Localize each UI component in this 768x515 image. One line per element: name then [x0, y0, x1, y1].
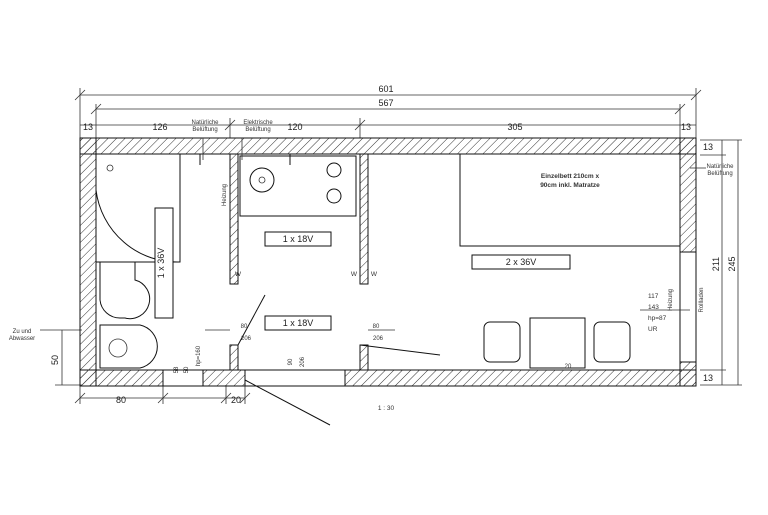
right-dimensions: 211 245 13 13 — [700, 139, 742, 386]
desk — [529, 317, 586, 369]
door-90-label: 90 — [288, 358, 294, 365]
left-50-label: 50 — [50, 355, 60, 365]
door-206-left-label: 206 — [241, 336, 252, 342]
inner-width-label: 567 — [378, 98, 393, 108]
toilet — [99, 262, 151, 320]
counter — [239, 155, 357, 217]
wall-left-label: 13 — [83, 122, 93, 132]
win-50-label: 50 — [184, 366, 190, 373]
chair-left — [483, 321, 521, 363]
tech-light-top-label: 1 x 18V — [283, 234, 314, 244]
interior-walls — [229, 153, 369, 371]
window-info-2: 143 — [648, 304, 659, 311]
w-marker-3: W — [371, 271, 378, 278]
bath-width-label: 126 — [152, 122, 167, 132]
wall-bottom-right-label: 13 — [703, 373, 713, 383]
door-206-right-label: 206 — [373, 336, 384, 342]
room-light — [471, 254, 571, 270]
shutters-label: Rollladen — [699, 287, 705, 312]
wall-right-label: 13 — [681, 122, 691, 132]
window-info-3: hp=87 — [648, 315, 667, 322]
bed — [459, 153, 681, 247]
height-outer-label: 245 — [727, 256, 737, 271]
win-hp-label: hp=160 — [196, 345, 202, 366]
door-206-bottom-label: 206 — [300, 356, 306, 367]
tech-light-top — [264, 231, 332, 247]
bed-20-label: 20 — [565, 364, 572, 370]
exterior-walls — [79, 137, 697, 387]
sink — [99, 324, 158, 369]
door-80-right-label: 80 — [373, 324, 380, 330]
bath-light-label: 1 x 36V — [156, 248, 166, 279]
overall-width-label: 601 — [378, 84, 393, 94]
tech-light-bottom-label: 1 x 18V — [283, 318, 314, 328]
bottom-20-label: 20 — [231, 395, 241, 405]
heating-left-label: Heizung — [222, 184, 228, 206]
window-info-4: UR — [648, 326, 658, 333]
w-marker-2: W — [351, 271, 358, 278]
window-info-1: 117 — [648, 293, 659, 300]
height-inner-label: 211 — [711, 257, 721, 271]
room-width-label: 305 — [507, 122, 522, 132]
room-light-label: 2 x 36V — [506, 257, 537, 267]
scale-label: 1 : 30 — [378, 405, 395, 412]
top-dimensions: 601 567 13 126 120 305 13 — [74, 84, 702, 138]
tech-light-bottom — [264, 315, 332, 331]
wall-top-right-label: 13 — [703, 142, 713, 152]
heating-right-label: Heizung — [668, 289, 674, 311]
chair-right — [593, 321, 631, 363]
win-58-label: 58 — [174, 366, 180, 373]
bath-light — [154, 207, 174, 319]
door-80-left-label: 80 — [241, 324, 248, 330]
w-marker-1: W — [235, 271, 242, 278]
bottom-80-label: 80 — [116, 395, 126, 405]
tech-width-label: 120 — [287, 122, 302, 132]
bottom-dimensions: 80 20 1 : 30 — [74, 385, 395, 412]
